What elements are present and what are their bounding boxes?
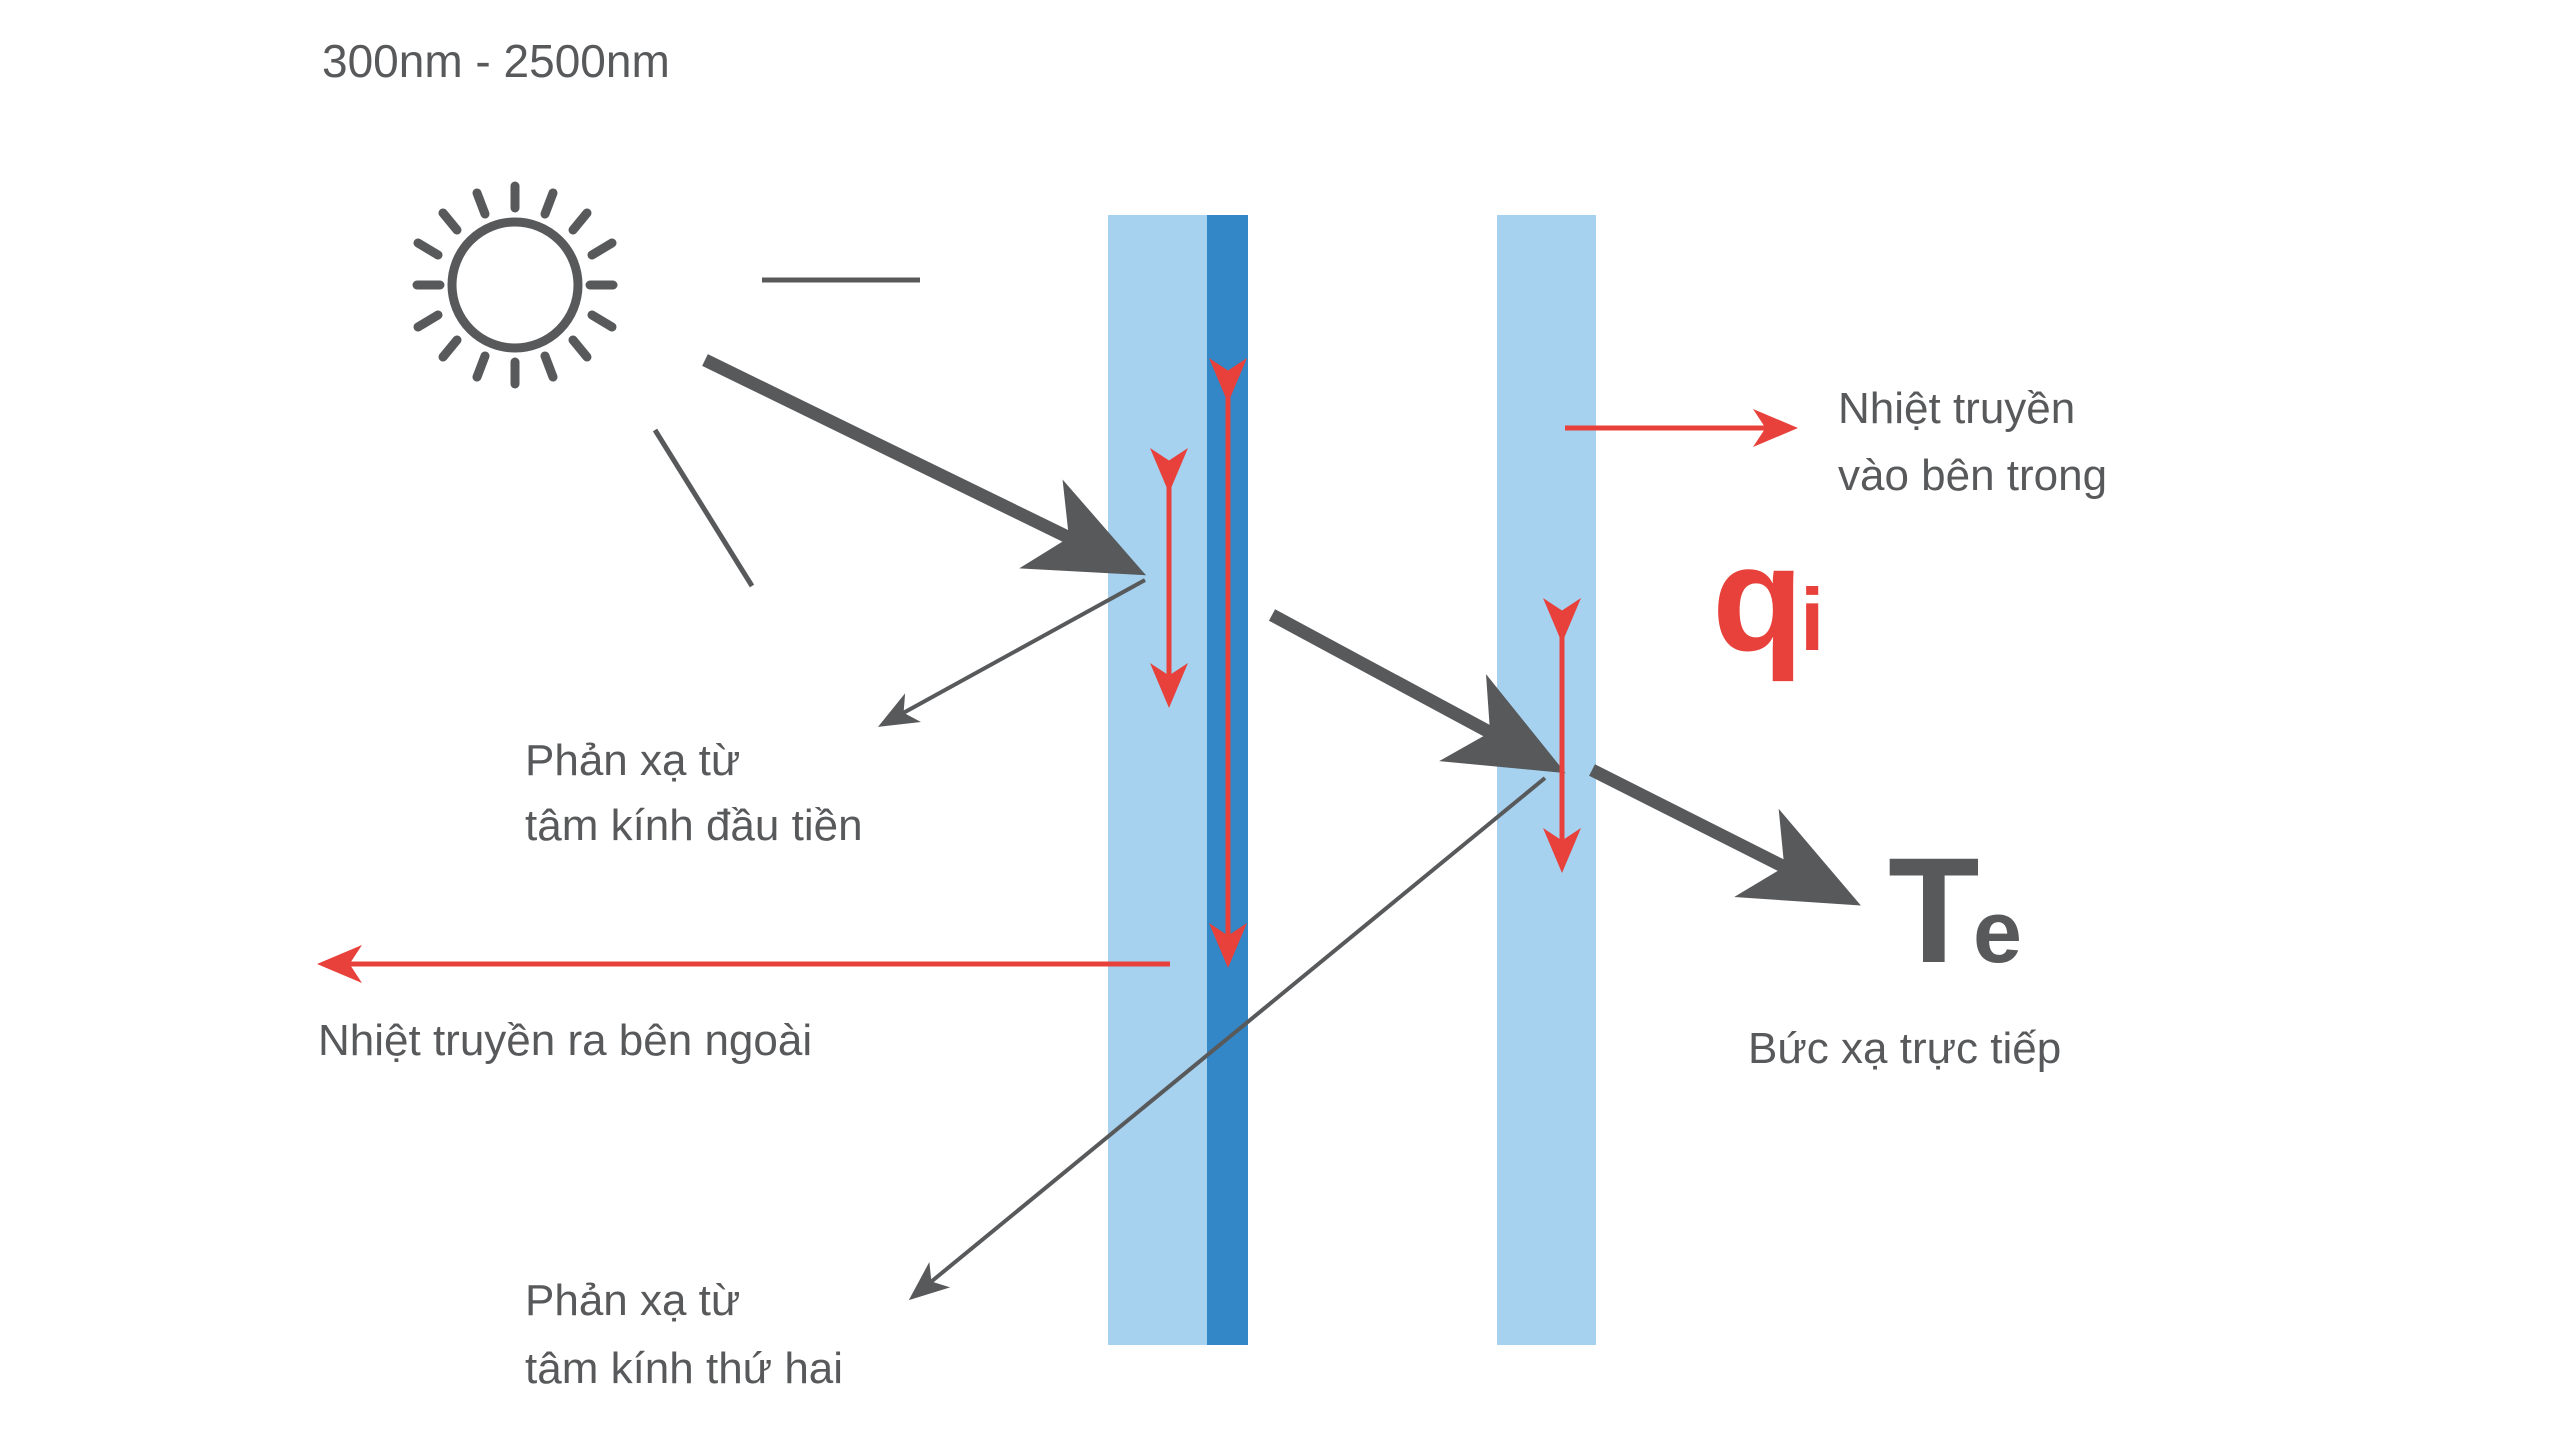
symbol-te-base: T	[1888, 826, 1980, 994]
direct-transmission-ray	[1589, 764, 1861, 906]
sun-icon	[412, 181, 618, 389]
symbol-qi: q i	[1712, 514, 1824, 682]
symbol-qi-subscript: i	[1800, 570, 1824, 669]
sun-beam-lower	[652, 428, 755, 588]
outer-glass-pane	[1108, 215, 1207, 1345]
symbol-te-subscript: e	[1973, 882, 2022, 981]
reflected-ray-second-pane	[908, 776, 1547, 1301]
incident-solar-ray	[702, 354, 1147, 576]
inner-glass-pane	[1497, 215, 1596, 1345]
label-reflection-first-pane-line2: tâm kính đầu tiền	[525, 801, 863, 850]
symbol-te: T e	[1888, 826, 2022, 994]
sun-beam-lines	[652, 277, 920, 588]
label-reflection-second-pane-line1: Phản xạ từ	[525, 1276, 740, 1325]
transmitted-ray	[1268, 609, 1566, 774]
label-direct-radiation: Bức xạ trực tiếp	[1748, 1024, 2061, 1073]
reflected-ray-first-pane	[877, 578, 1146, 727]
label-reflection-second-pane-line2: tâm kính thứ hai	[525, 1344, 843, 1393]
page-title: 300nm - 2500nm	[322, 35, 670, 87]
label-reflection-first-pane-line1: Phản xạ từ	[525, 736, 740, 785]
label-heat-outward: Nhiệt truyền ra bên ngoài	[318, 1016, 812, 1065]
glazing-assembly	[1108, 215, 1596, 1345]
symbol-qi-base: q	[1712, 514, 1804, 682]
label-heat-inward-line2: vào bên trong	[1838, 451, 2107, 500]
label-heat-inward-line1: Nhiệt truyền	[1838, 384, 2075, 433]
